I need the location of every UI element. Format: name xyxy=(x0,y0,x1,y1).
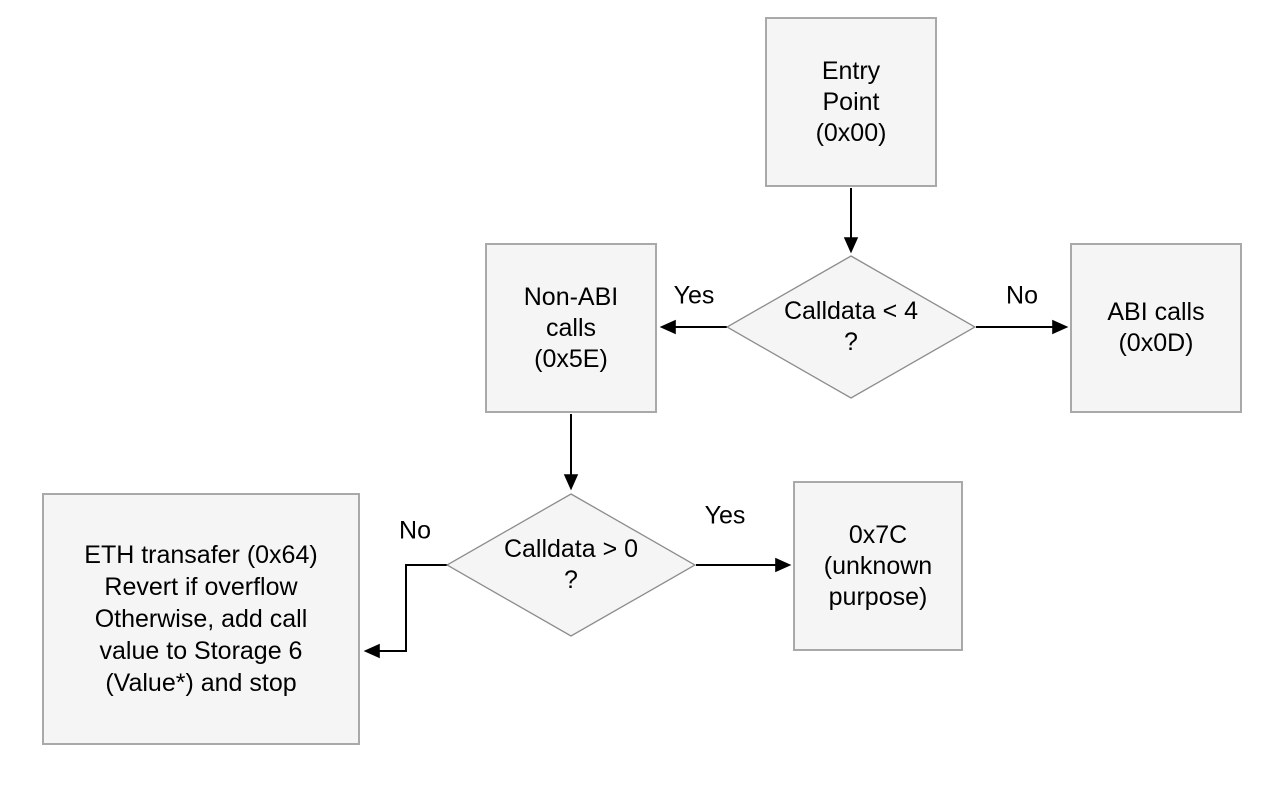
decision-calldata-lt-4-label: Calldata < 4 ? xyxy=(783,297,919,356)
diamond-shape-icon xyxy=(726,255,976,399)
diamond-shape-icon xyxy=(446,493,696,637)
node-abi-calls: ABI calls (0x0D) xyxy=(1070,243,1242,413)
node-0x7c-unknown-label: 0x7C (unknown purpose) xyxy=(823,520,933,611)
node-eth-transfer-label: ETH transafer (0x64) Revert if overflow … xyxy=(84,541,318,697)
edge-label-decision1-yes: Yes xyxy=(673,281,715,310)
node-entry-point-label: Entry Point (0x00) xyxy=(815,56,887,147)
edge-label-decision2-yes: Yes xyxy=(704,501,746,530)
node-0x7c-unknown: 0x7C (unknown purpose) xyxy=(793,481,963,651)
node-abi-calls-label: ABI calls (0x0D) xyxy=(1107,298,1205,357)
decision-calldata-gt-0-label: Calldata > 0 ? xyxy=(503,535,639,594)
node-eth-transfer: ETH transafer (0x64) Revert if overflow … xyxy=(42,493,360,745)
decision-calldata-lt-4: Calldata < 4 ? xyxy=(726,255,976,399)
edge-label-decision2-no: No xyxy=(399,516,431,545)
decision-calldata-gt-0: Calldata > 0 ? xyxy=(446,493,696,637)
edge-label-decision1-no: No xyxy=(1006,281,1038,310)
node-non-abi-calls: Non-ABI calls (0x5E) xyxy=(485,243,657,413)
node-entry-point: Entry Point (0x00) xyxy=(765,17,937,187)
edge-decision2-no xyxy=(363,564,448,659)
node-non-abi-calls-label: Non-ABI calls (0x5E) xyxy=(523,282,619,373)
